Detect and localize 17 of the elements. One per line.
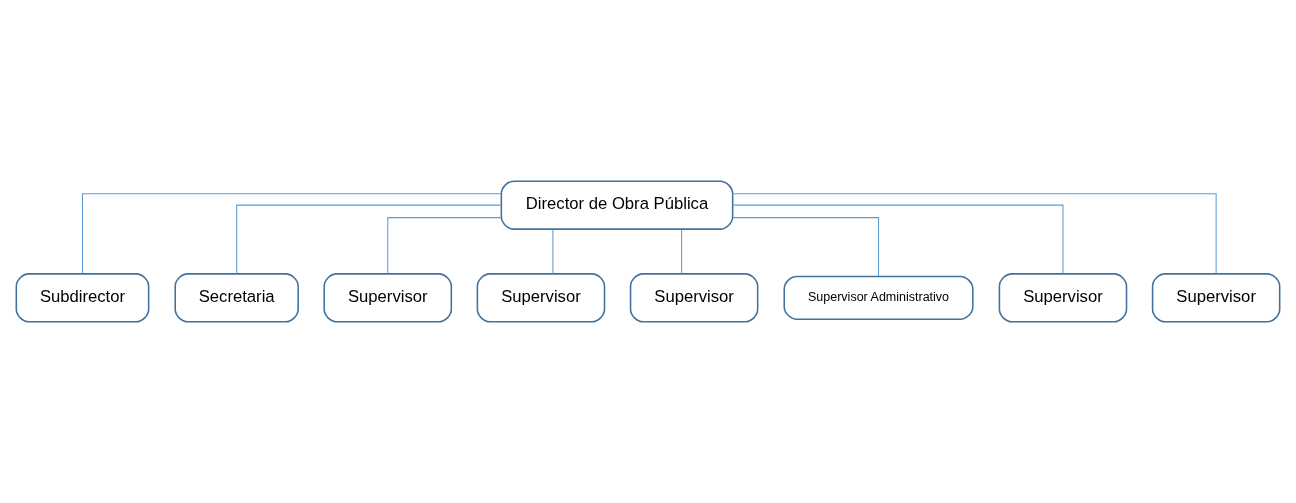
node-box: Supervisor (1151, 273, 1281, 323)
connector (732, 193, 1217, 275)
connector (81, 193, 502, 275)
connector (387, 217, 502, 275)
connector (732, 217, 880, 277)
node-box: Supervisor (323, 273, 453, 323)
node-box: Subdirector (15, 273, 150, 323)
connector (681, 228, 683, 275)
node-box: Supervisor Administrativo (783, 275, 974, 320)
connector (236, 204, 502, 275)
node-box: Supervisor (629, 273, 759, 323)
node-box: Director de Obra Pública (500, 180, 734, 230)
node-box: Supervisor (476, 273, 606, 323)
connector (552, 228, 554, 275)
node-box: Secretaria (174, 273, 299, 323)
node-box: Supervisor (998, 273, 1128, 323)
connector (732, 204, 1064, 275)
